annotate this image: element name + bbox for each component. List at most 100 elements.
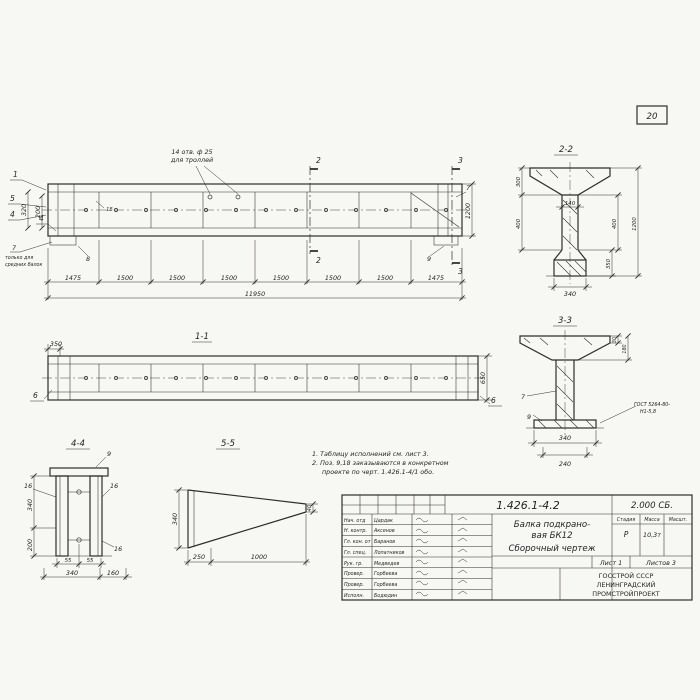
main-bottom-dims: 1475 1500 1500 1500 1500 1500 1500 1475 …	[44, 240, 466, 302]
seg-dim: 1500	[325, 274, 341, 282]
view-4-4: 4-4 9 16 16 16 340 200 55 55 340 160	[24, 439, 132, 581]
pos-9: 9	[107, 450, 111, 458]
bolt-holes-row	[84, 208, 448, 212]
cut-mark-2: 2 2	[309, 156, 321, 265]
main-height-dim: 1200 7	[455, 180, 476, 240]
pos-16-left: 16	[24, 482, 32, 490]
title-block: 1.426.1-4.2 2.000 СБ. Нач. отд Цардак Н.…	[341, 494, 693, 601]
sig-role: Нач. отд	[344, 518, 366, 524]
pos-6-left: 6	[33, 391, 38, 400]
sig-name: Горбеева	[374, 571, 397, 577]
cut-label-2-top: 2	[316, 156, 321, 165]
stage-value: Р	[624, 530, 629, 539]
note-line-3: проекте по черт. 1.426.1-4/1 обо.	[322, 468, 434, 476]
org-line3: ПРОМСТРОЙПРОЕКТ	[592, 589, 659, 598]
trolley-hole	[235, 194, 241, 200]
sig-role: Рук. гр.	[344, 561, 363, 567]
pos-6-right: 6	[491, 396, 496, 405]
col-stage: Стадия	[617, 517, 636, 523]
pos-5: 5	[10, 194, 15, 203]
dim-400-left: 400	[516, 218, 522, 229]
org-line1: ГОССТРОЙ СССР	[599, 571, 654, 580]
trolley-hole	[207, 194, 213, 200]
dim-55b: 55	[87, 558, 94, 564]
dim-240: 240	[559, 460, 571, 468]
sheets-total: Листов 3	[645, 559, 676, 567]
pos-7-left: 7	[12, 244, 16, 252]
dim-15: 15	[106, 207, 113, 213]
dim-340: 340	[559, 434, 571, 442]
plan-bolts-row	[84, 376, 448, 380]
sheet-number: Лист 1	[599, 559, 622, 567]
dim-180: 180	[622, 344, 628, 353]
holes-note-line1: 14 отв. ф 25	[171, 148, 212, 156]
sig-name: Аксенов	[373, 528, 395, 534]
seg-dim: 1500	[221, 274, 237, 282]
doc-code: 2.000 СБ.	[631, 501, 673, 511]
sig-name: Бодюдин	[374, 593, 397, 599]
view-4-4-callouts: 9 16 16 16	[24, 450, 122, 553]
dim-55a: 55	[65, 558, 72, 564]
dim-340-left: 340	[26, 499, 34, 511]
pos-8: 8	[86, 255, 90, 263]
dim-200: 200	[26, 539, 34, 551]
dim-350: 350	[50, 340, 62, 348]
seg-dim: 1500	[169, 274, 185, 282]
pos-9: 9	[427, 255, 431, 263]
pos-4b: 4	[39, 214, 44, 223]
pos-1: 1	[13, 170, 18, 179]
view-4-4-title: 4-4	[71, 439, 85, 449]
note-line-2: 2. Поз. 9,18 заказываются в конкретном	[312, 459, 449, 467]
middle-beam-note-1: только для	[5, 256, 33, 261]
left-support	[49, 235, 77, 246]
signature-rows: Нач. отд Цардак Н. контр. Аксенов Гл. ко…	[344, 516, 468, 599]
cut-label-2-bottom: 2	[316, 256, 321, 265]
cut-label-3-top: 3	[458, 156, 463, 165]
sig-name: Баранов	[374, 539, 395, 545]
sig-role: Гл. спец.	[344, 550, 366, 556]
cut-label-3-bottom: 3	[458, 267, 463, 276]
dim-340: 340	[171, 513, 179, 525]
dim-1200-section: 1200	[632, 217, 638, 231]
view-5-5: 5-5 340 40 250 1000	[171, 439, 318, 566]
dim-200: 200	[34, 206, 42, 218]
page-number-box: 20	[636, 105, 668, 125]
sig-name: Горбеева	[374, 582, 397, 588]
note-line-1: 1. Таблицу исполнений см. лист 3.	[312, 450, 429, 458]
view-1-1-title: 1-1	[195, 332, 209, 342]
main-elevation-view: 14 отв. ф 25 для троллей 2 2 3 3 1 5 4 4…	[5, 148, 476, 302]
sig-name: Медведев	[374, 561, 399, 567]
doc-number: 1.426.1-4.2	[496, 499, 559, 512]
view-4-4-dims: 340 200 55 55 340 160	[26, 472, 132, 581]
right-support	[433, 235, 459, 246]
signature-scribbles	[415, 516, 468, 597]
dim-320: 320	[20, 204, 28, 216]
pos-16-right: 16	[110, 482, 118, 490]
sig-role: Провер.	[344, 582, 364, 588]
mass-value: 10,3т	[643, 531, 661, 539]
seg-dim: 1475	[428, 274, 444, 282]
sig-name: Лопатников	[373, 550, 404, 556]
dim-40: 40	[307, 504, 313, 511]
sig-role: Провер.	[344, 571, 364, 577]
section-3-3-title: 3-3	[558, 316, 572, 326]
holes-callout: 14 отв. ф 25 для троллей	[170, 148, 239, 195]
dim-140: 140	[565, 201, 576, 207]
pos-9: 9	[527, 413, 531, 421]
dim-250: 250	[193, 553, 205, 561]
drawing-title-line3: Сборочный чертеж	[509, 544, 596, 554]
dim-30: 30	[612, 337, 618, 343]
dim-650: 650	[479, 372, 487, 384]
middle-beam-note-2: средних балок	[5, 262, 42, 268]
seg-dim: 1500	[273, 274, 289, 282]
pos-16-bottom: 16	[114, 545, 122, 553]
view-5-5-dims: 340 40 250 1000	[171, 486, 318, 566]
weld-note-line2: Н1-5,8	[640, 409, 656, 415]
weld-note-line1: ГОСТ 5264-80-	[634, 402, 670, 408]
main-left-dims: 320 200 15	[20, 188, 113, 232]
dim-400-right: 400	[612, 218, 618, 229]
dim-350: 350	[606, 258, 612, 269]
dim-1000: 1000	[251, 553, 267, 561]
section-3-3-callouts: 7 9 ГОСТ 5264-80- Н1-5,8	[521, 390, 670, 424]
